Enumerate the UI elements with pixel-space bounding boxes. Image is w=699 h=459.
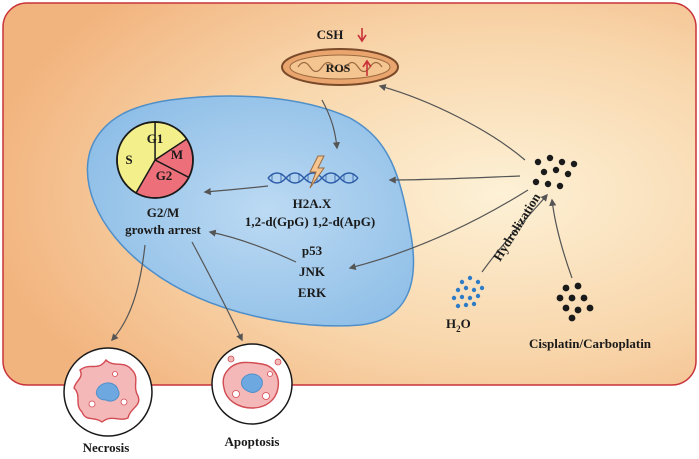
s-label: S [125, 152, 132, 167]
water-dots [451, 275, 485, 309]
up-arrow-icon [362, 59, 372, 76]
water-label: H2O [446, 316, 471, 334]
arrow-p53-to-arrest [208, 229, 297, 263]
p53-label: p53 [302, 243, 323, 258]
m-label: M [171, 147, 183, 162]
necrosis-cell [63, 347, 153, 437]
jnk-label: JNK [299, 264, 326, 279]
dna-adducts-label: 1,2-d(GpG) 1,2-d(ApG) [245, 214, 375, 229]
arrow-to-dna [388, 175, 521, 184]
ros-label: ROS [326, 61, 351, 75]
drug-label: Cisplatin/Carboplatin [529, 336, 652, 351]
pathway-arrows [111, 84, 573, 342]
growth-arrest-label: growth arrest [125, 222, 201, 237]
arrow-hydrolization [481, 193, 548, 273]
apoptosis-cell [211, 343, 293, 425]
arrow-from-drug [549, 198, 573, 279]
g1-label: G1 [147, 131, 164, 146]
erk-label: ERK [298, 285, 327, 300]
down-arrow-icon [357, 28, 367, 43]
arrow-to-apoptosis [191, 241, 243, 342]
drug-dots [556, 282, 594, 322]
activated-drug-dots [532, 154, 578, 190]
g2m-label: G2/M [147, 205, 180, 220]
csh-label: CSH [317, 27, 344, 42]
arrow-to-necrosis [111, 244, 146, 342]
arrow-to-p53 [348, 189, 529, 271]
arrow-mito-to-dna [321, 99, 341, 150]
g2-label: G2 [156, 168, 173, 183]
arrow-to-mito [378, 84, 526, 161]
apoptosis-label: Apoptosis [225, 434, 280, 449]
lightning-icon [309, 155, 325, 189]
arrow-dna-to-cycle [203, 185, 269, 196]
h2ax-label: H2A.X [293, 196, 332, 211]
necrosis-label: Necrosis [83, 440, 130, 455]
mitochondrion-icon [281, 48, 399, 86]
cell-cycle-pie-icon [116, 121, 194, 199]
